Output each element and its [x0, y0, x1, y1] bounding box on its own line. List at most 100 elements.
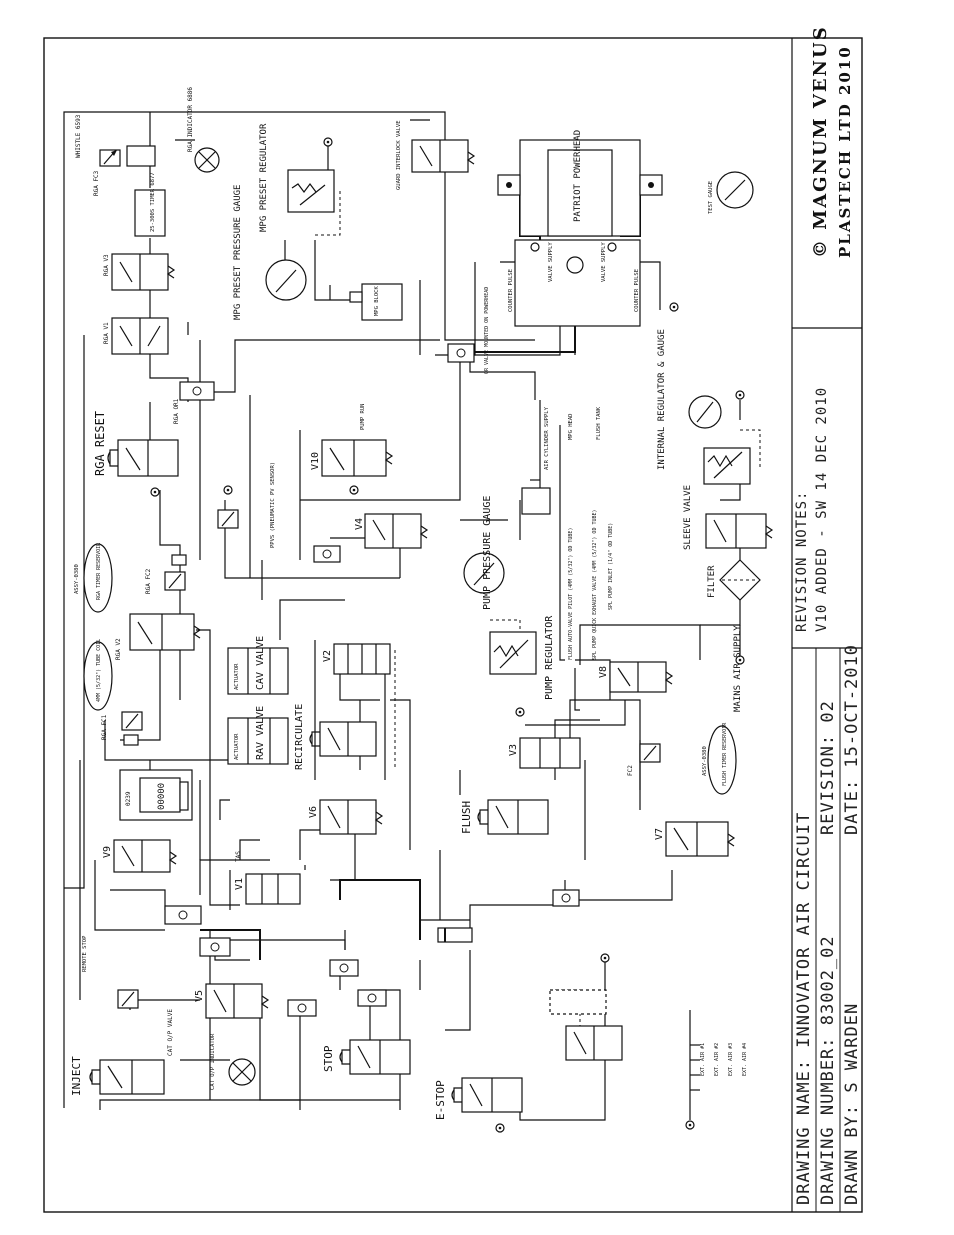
v5-valve: [205, 983, 270, 1019]
label-recirculate: RECIRCULATE: [294, 704, 305, 770]
v7-valve: [665, 821, 736, 857]
label-valve-supply-top: VALVE SUPPLY: [548, 242, 554, 282]
label-mpg-preset-gauge: MPG PRESET PRESSURE GAUGE: [233, 185, 243, 320]
labels: WHISTLE 6593 RGA FC3 RGA INDICATOR 6886 …: [70, 87, 748, 1120]
label-cav-valve: CAV VALVE: [255, 636, 266, 690]
label-v4: V4: [354, 518, 365, 530]
label-rga-or1: RGA OR1: [173, 398, 180, 424]
revision-date: DATE: 15-OCT-2010: [842, 644, 862, 835]
label-rga-reset: RGA RESET: [93, 411, 107, 476]
label-guard-interlock: GUARD INTERLOCK VALVE: [396, 120, 402, 190]
inject-valve: [89, 1059, 165, 1095]
label-mains-air: MAINS AIR SUPPLY: [733, 625, 743, 712]
valve-6723: [549, 989, 623, 1061]
mpg-head-block: [521, 487, 551, 515]
label-v9: V9: [102, 846, 113, 858]
patriot-powerhead: [497, 139, 663, 327]
recirculate-valve: [309, 721, 377, 757]
label-pump-regulator: PUMP REGULATOR: [544, 615, 555, 700]
rga-reset-valve: [107, 439, 179, 477]
label-flush-auto-valve: FLUSH AUTO-VALVE PILOT (4MM (5/32") OD T…: [568, 528, 574, 660]
mpg-block-symbol: [361, 283, 403, 321]
label-ext-air-1: EXT. AIR #1: [700, 1043, 706, 1076]
drawn-by: DRAWN BY: S WARDEN: [842, 1003, 862, 1205]
rga-v1-valve: [111, 317, 169, 355]
drawing-number: DRAWING NUMBER: 83002_02: [818, 935, 838, 1205]
label-tas: TAS: [235, 851, 242, 862]
rav-valve-symbol: [227, 717, 289, 765]
label-flush-tank: FLUSH TANK: [596, 406, 602, 440]
label-assy-0380-a: ASSY-0380: [74, 564, 80, 594]
label-sleeve-valve: SLEEVE VALVE: [683, 485, 693, 550]
revision-notes-text: V10 ADDED - SW 14 DEC 2010: [814, 387, 830, 632]
label-spl-pump-inlet: SPL PUMP INLET (1/4" OD TUBE): [608, 523, 614, 610]
label-fc2: FC2: [627, 765, 634, 776]
pump-regulator-symbol: [489, 631, 537, 675]
v4-valve: [364, 513, 429, 549]
or5-shuttle: [164, 905, 202, 925]
label-v2: V2: [322, 650, 333, 662]
label-spl-quick-exhaust: SPL PUMP QUICK EXHAUST VALVE (4MM (5/32"…: [592, 509, 598, 660]
label-internal-regulator: INTERNAL REGULATOR & GAUGE: [657, 329, 667, 470]
counter-symbol: [119, 769, 193, 821]
flush-valve: [477, 799, 549, 835]
label-v3: V3: [508, 744, 519, 756]
label-rga-v2: RGA V2: [115, 638, 122, 660]
v6-valve: [319, 799, 384, 835]
piping: [63, 111, 741, 1121]
label-rga-v1: RGA V1: [103, 322, 110, 344]
label-whistle: WHISTLE 6593: [75, 114, 82, 158]
e-stop-valve: [451, 1077, 523, 1113]
guard-interlock-valve: [411, 139, 476, 173]
label-tube-coil: 4MM (5/32") TUBE COIL: [96, 639, 102, 702]
label-mpg-head: MPG HEAD: [568, 414, 574, 441]
label-counter-digits: 00000: [157, 783, 167, 810]
v3-valve: [519, 737, 581, 769]
label-ext-air-4: EXT. AIR #4: [742, 1043, 748, 1076]
label-assy-0380-b: ASSY-0380: [702, 746, 708, 776]
label-rga-fc3: RGA FC3: [93, 170, 100, 196]
label-counter-pulse-bottom: COUNTER PULSE: [634, 269, 640, 312]
label-rav-actuator: ACTUATOR: [234, 733, 240, 760]
label-stop: STOP: [322, 1045, 335, 1072]
v10-valve: [321, 439, 394, 477]
rga-v3-valve: [111, 253, 176, 291]
flush-timer-reservoir-symbol: [707, 725, 737, 795]
rga-timer-reservoir-symbol: [83, 543, 113, 613]
label-counter-0239: 0239: [125, 791, 132, 806]
label-v5: V5: [194, 990, 205, 1002]
internal-regulator-symbol: [688, 395, 751, 485]
label-cat-op-indicator: CAT O/P INDICATOR: [210, 1033, 216, 1090]
label-flush-timer-reservoir: FLUSH TIMER RESERVOIR: [722, 722, 728, 786]
mpg-preset-regulator-symbol: [287, 169, 335, 213]
label-e-stop: E-STOP: [434, 1080, 447, 1120]
label-rga-timer-reservoir: RGA TIMER RESERVOIR: [96, 542, 102, 600]
label-or-valve: OR VALVE MOUNTED ON POWERHEAD: [484, 287, 490, 374]
label-v8: V8: [598, 666, 609, 678]
label-flush: FLUSH: [460, 801, 473, 834]
or-shuttle-v4: [313, 545, 341, 563]
label-cat-op-valve: CAT O/P VALVE: [167, 1009, 174, 1056]
label-ppvs: PPVS (PNEUMATIC PV SENSOR): [270, 462, 276, 548]
sheet-border: [43, 37, 863, 1213]
rga-fc3-symbol: [99, 145, 156, 167]
or4-shuttle-left: [199, 937, 231, 957]
or4-shuttle: [552, 889, 580, 907]
label-remote-stop: REMOTE STOP: [82, 935, 88, 972]
label-ext-air-3: EXT. AIR #3: [728, 1043, 734, 1076]
label-rga-v3: RGA V3: [103, 254, 110, 276]
stop-valve: [339, 1039, 411, 1075]
revision-number: REVISION: 02: [818, 700, 838, 835]
revision-notes-heading: REVISION NOTES:: [794, 491, 810, 632]
label-timer: 25-300S TIMER 6877: [150, 172, 156, 232]
or2-shuttle: [329, 959, 359, 977]
or1-shuttle: [357, 989, 387, 1007]
rga-or1-shuttle: [179, 381, 215, 401]
label-filter: FILTER: [707, 565, 717, 598]
v1-valve: [245, 873, 301, 905]
label-valve-supply-bottom: VALVE SUPPLY: [601, 242, 607, 282]
label-v6: V6: [308, 806, 319, 818]
label-v10: V10: [310, 452, 321, 470]
v8-valve: [609, 661, 674, 693]
